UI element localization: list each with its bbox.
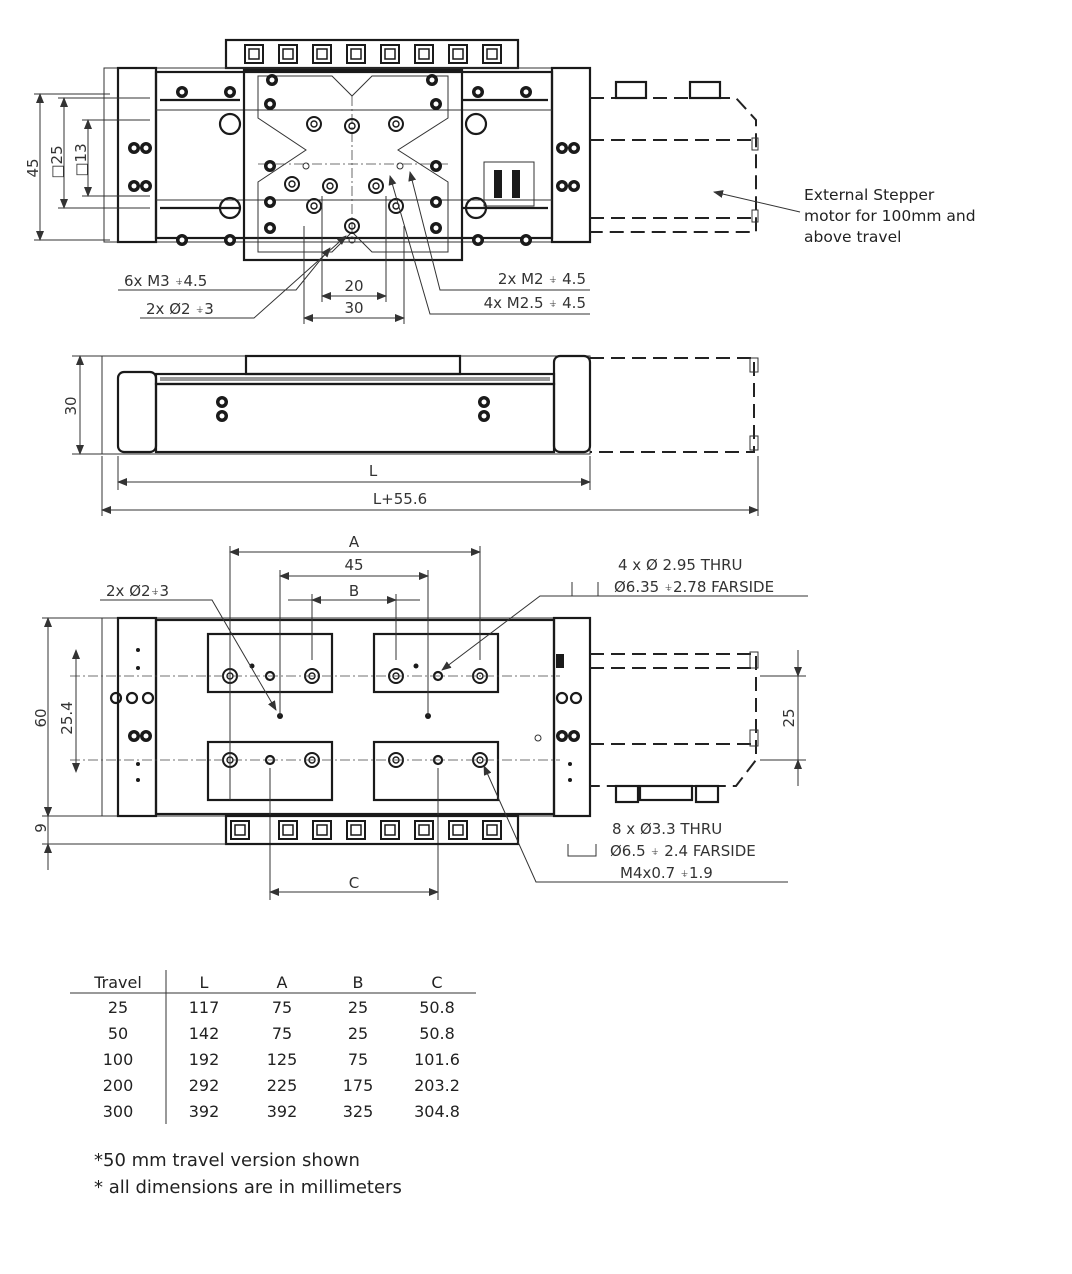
external-motor-outline: [590, 80, 759, 233]
bottom-view: A 45 B C 60 25.4 9 25 2x Ø2⍖3: [32, 533, 808, 900]
bottom-dim-B: B: [349, 582, 359, 600]
callout-m3: 6x M3 ⍖4.5: [124, 272, 207, 290]
top-dim-20: 20: [344, 277, 363, 295]
side-dim-30: 30: [62, 396, 80, 415]
table-cell: 101.6: [414, 1050, 460, 1069]
table-header-L: L: [200, 973, 209, 992]
table-header-C: C: [431, 973, 442, 992]
table-header-A: A: [277, 973, 288, 992]
table-header-travel: Travel: [93, 973, 142, 992]
table-cell: 203.2: [414, 1076, 460, 1095]
table-cell: 75: [272, 1024, 292, 1043]
table-cell: 75: [348, 1050, 368, 1069]
table-cell: 25: [348, 998, 368, 1017]
callout-thru33-line1: 8 x Ø3.3 THRU: [612, 820, 722, 838]
callout-thru295-line1: 4 x Ø 2.95 THRU: [618, 556, 743, 574]
bottom-dim-60: 60: [32, 708, 50, 727]
top-dim-sq25: □25: [48, 145, 66, 178]
bottom-dim-C: C: [349, 874, 359, 892]
table-cell: 200: [103, 1076, 134, 1095]
table-cell: 100: [103, 1050, 134, 1069]
table-cell: 175: [343, 1076, 374, 1095]
table-cell: 142: [189, 1024, 220, 1043]
table-cell: 225: [267, 1076, 298, 1095]
dimension-table: Travel L A B C 25 117 75 25 50.8 50 142 …: [70, 970, 476, 1124]
side-dim-L: L: [369, 462, 378, 480]
footnote-version: *50 mm travel version shown: [94, 1150, 360, 1171]
table-cell: 300: [103, 1102, 134, 1121]
table-cell: 25: [108, 998, 128, 1017]
motor-note-line2: motor for 100mm and: [804, 207, 976, 225]
top-dim-45: 45: [24, 158, 42, 177]
table-cell: 25: [348, 1024, 368, 1043]
table-cell: 75: [272, 998, 292, 1017]
callout-thru295-line2: Ø6.35 ⍖2.78 FARSIDE: [614, 578, 774, 596]
table-cell: 50: [108, 1024, 128, 1043]
table-header-B: B: [353, 973, 364, 992]
motor-note-line1: External Stepper: [804, 186, 935, 204]
callout-dia2-bottom: 2x Ø2⍖3: [106, 582, 169, 600]
callout-m2: 2x M2 ⍖ 4.5: [498, 270, 586, 288]
top-view: 45 □25 □13 20 30 6x M3 ⍖4.5 2x Ø2 ⍖3 2x …: [24, 38, 976, 324]
table-cell: 292: [189, 1076, 220, 1095]
table-cell: 325: [343, 1102, 374, 1121]
table-cell: 392: [189, 1102, 220, 1121]
bottom-dim-A: A: [349, 533, 360, 551]
table-cell: 50.8: [419, 1024, 455, 1043]
callout-thru33-line3: M4x0.7 ⍖1.9: [620, 864, 713, 882]
bottom-dim-254: 25.4: [58, 701, 76, 734]
side-view: 30 L L+55.6: [62, 354, 759, 516]
bottom-dim-9: 9: [32, 823, 50, 833]
top-dim-sq13: □13: [72, 143, 90, 176]
bottom-dim-25: 25: [780, 708, 798, 727]
table-cell: 125: [267, 1050, 298, 1069]
top-dim-30: 30: [344, 299, 363, 317]
footnote-units: * all dimensions are in millimeters: [94, 1177, 402, 1198]
table-cell: 50.8: [419, 998, 455, 1017]
table-cell: 392: [267, 1102, 298, 1121]
table-cell: 304.8: [414, 1102, 460, 1121]
callout-dia2-top: 2x Ø2 ⍖3: [146, 300, 214, 318]
motor-note-line3: above travel: [804, 228, 901, 246]
side-dim-L556: L+55.6: [373, 490, 427, 508]
cable-chain-top: [224, 38, 520, 70]
callout-thru33-line2: Ø6.5 ⍖ 2.4 FARSIDE: [610, 842, 756, 860]
bottom-dim-45: 45: [344, 556, 363, 574]
table-cell: 117: [189, 998, 220, 1017]
callout-m25: 4x M2.5 ⍖ 4.5: [484, 294, 586, 312]
table-cell: 192: [189, 1050, 220, 1069]
cable-chain-bottom: [224, 814, 520, 846]
